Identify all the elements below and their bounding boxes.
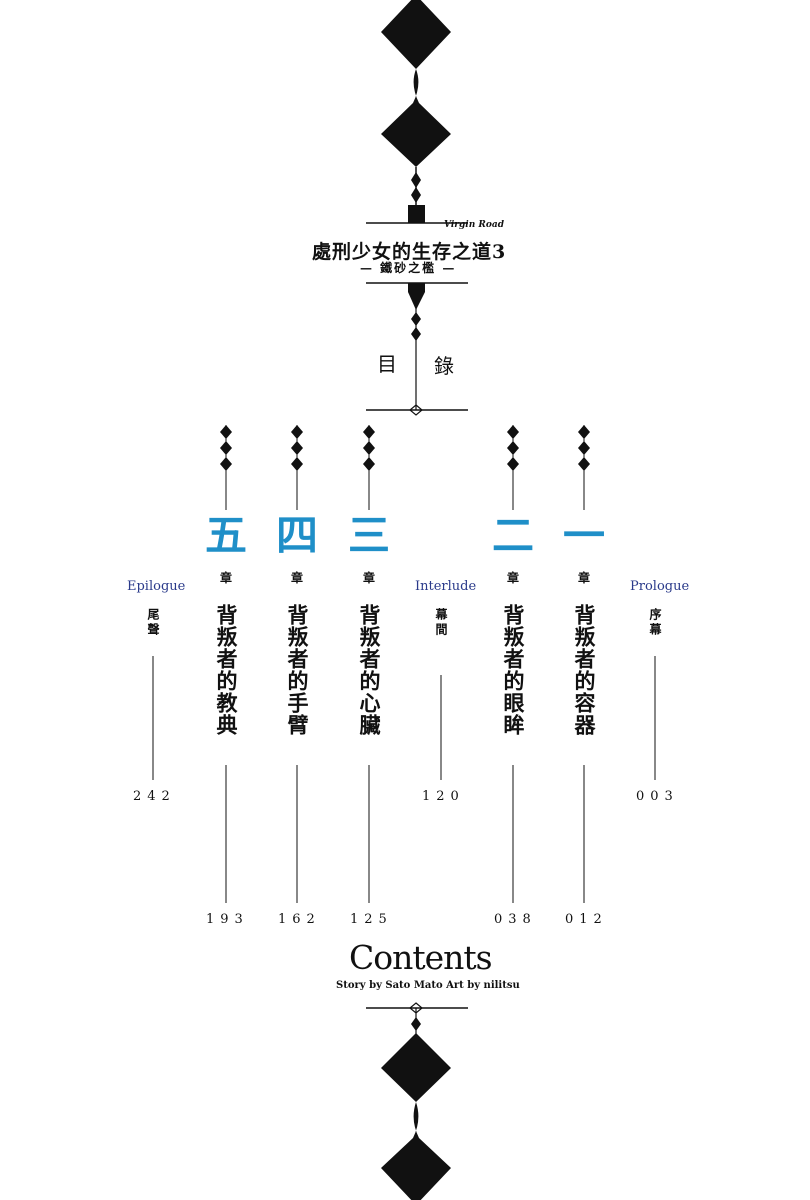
interlude-page: 120 — [422, 789, 465, 804]
epilogue-title[interactable]: 尾聲 — [146, 608, 160, 638]
book-title-english: Virgin Road — [444, 220, 504, 230]
book-subtitle: — 鐵砂之檻 — — [360, 261, 457, 275]
chapter-2-number: 二 — [491, 511, 534, 560]
chapter-1-number: 一 — [562, 511, 605, 560]
epilogue-english: Epilogue — [127, 579, 186, 594]
chapter-3-number: 三 — [347, 511, 390, 560]
chapter-column-ornaments — [220, 425, 590, 471]
chapter-3-title[interactable]: 背叛者的心臟 — [357, 604, 382, 736]
bottom-ornament-shape — [381, 1033, 451, 1200]
prologue-english: Prologue — [630, 579, 690, 594]
interlude-english: Interlude — [415, 579, 477, 594]
book-title: 處刑少女的生存之道3 — [312, 241, 507, 263]
chapter-2-title[interactable]: 背叛者的眼眸 — [501, 604, 526, 736]
chapter-2-marker: 章 — [506, 571, 519, 585]
epilogue-page: 242 — [133, 789, 176, 804]
chapter-5-title[interactable]: 背叛者的教典 — [214, 604, 239, 736]
chapter-1-page: 012 — [565, 912, 608, 927]
chapter-5-number: 五 — [204, 511, 247, 560]
chapter-5-page: 193 — [206, 912, 249, 927]
chapter-4-page: 162 — [278, 912, 321, 927]
chapter-2-page: 038 — [494, 912, 537, 927]
credit-line: Story by Sato Mato Art by nilitsu — [336, 980, 520, 991]
chapter-1-marker: 章 — [577, 571, 590, 585]
contents-heading: Contents — [349, 938, 493, 977]
prologue-page: 003 — [636, 789, 679, 804]
top-ornament-shape — [381, 0, 451, 167]
interlude-title[interactable]: 幕間 — [434, 608, 448, 638]
chapter-4-number: 四 — [275, 511, 318, 560]
toc-heading-right: 錄 — [434, 354, 454, 378]
toc-heading-left: 目 — [377, 352, 397, 376]
chapter-3-marker: 章 — [362, 571, 375, 585]
chapter-4-marker: 章 — [290, 571, 303, 585]
chapter-4-title[interactable]: 背叛者的手臂 — [285, 604, 310, 736]
chapter-3-page: 125 — [350, 912, 393, 927]
chapter-1-title[interactable]: 背叛者的容器 — [572, 604, 597, 736]
chapter-5-marker: 章 — [219, 571, 232, 585]
prologue-title[interactable]: 序幕 — [648, 608, 662, 638]
